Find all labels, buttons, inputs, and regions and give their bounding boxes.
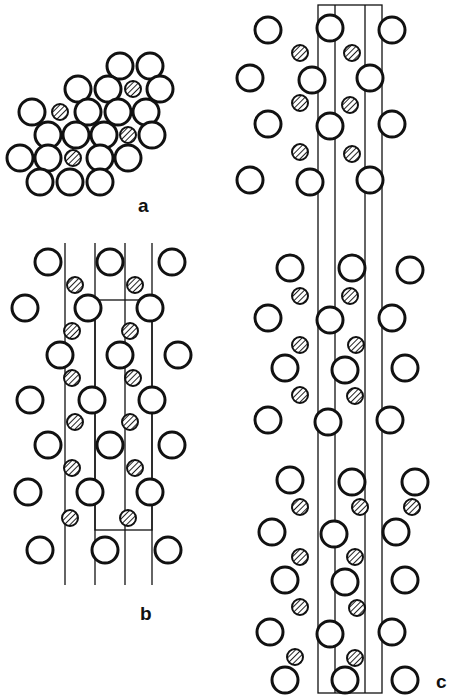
cell-lines	[65, 5, 382, 693]
large-atoms	[7, 15, 428, 693]
panel-label: b	[140, 604, 152, 623]
small-atoms	[52, 45, 420, 666]
panel-label: a	[138, 196, 149, 215]
panel-label: c	[436, 672, 447, 691]
